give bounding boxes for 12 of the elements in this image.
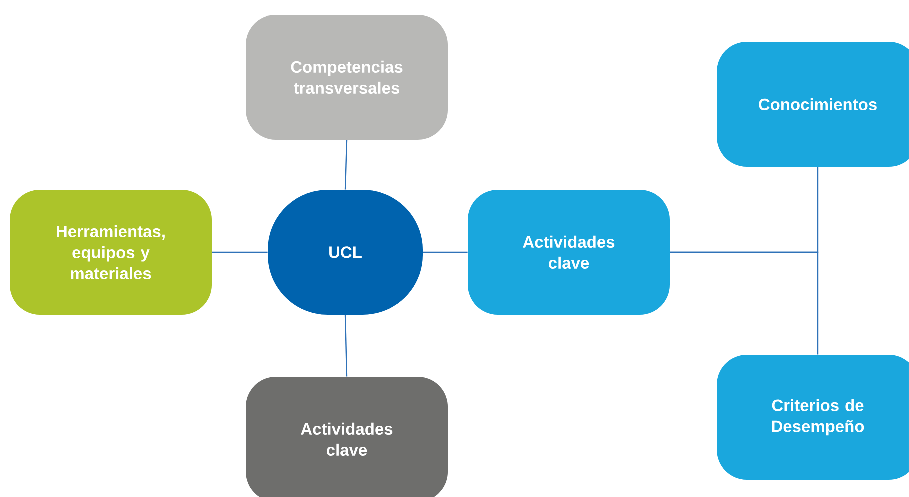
connector-line <box>212 252 268 254</box>
rounded-box: Competencias transversales <box>246 15 448 140</box>
rounded-box: Conocimientos <box>717 42 909 167</box>
connector-line <box>344 140 348 190</box>
rounded-box: Criterios de Desempeño <box>717 354 909 480</box>
connector-line <box>423 252 468 254</box>
rounded-box: Herramientas, equipos y materiales <box>10 190 212 315</box>
connector-line <box>344 315 348 377</box>
rounded-box: Actividades clave <box>246 376 448 497</box>
rounded-box: Actividades clave <box>468 190 670 315</box>
rounded-box: UCL <box>268 190 423 315</box>
connector-line <box>670 252 819 355</box>
